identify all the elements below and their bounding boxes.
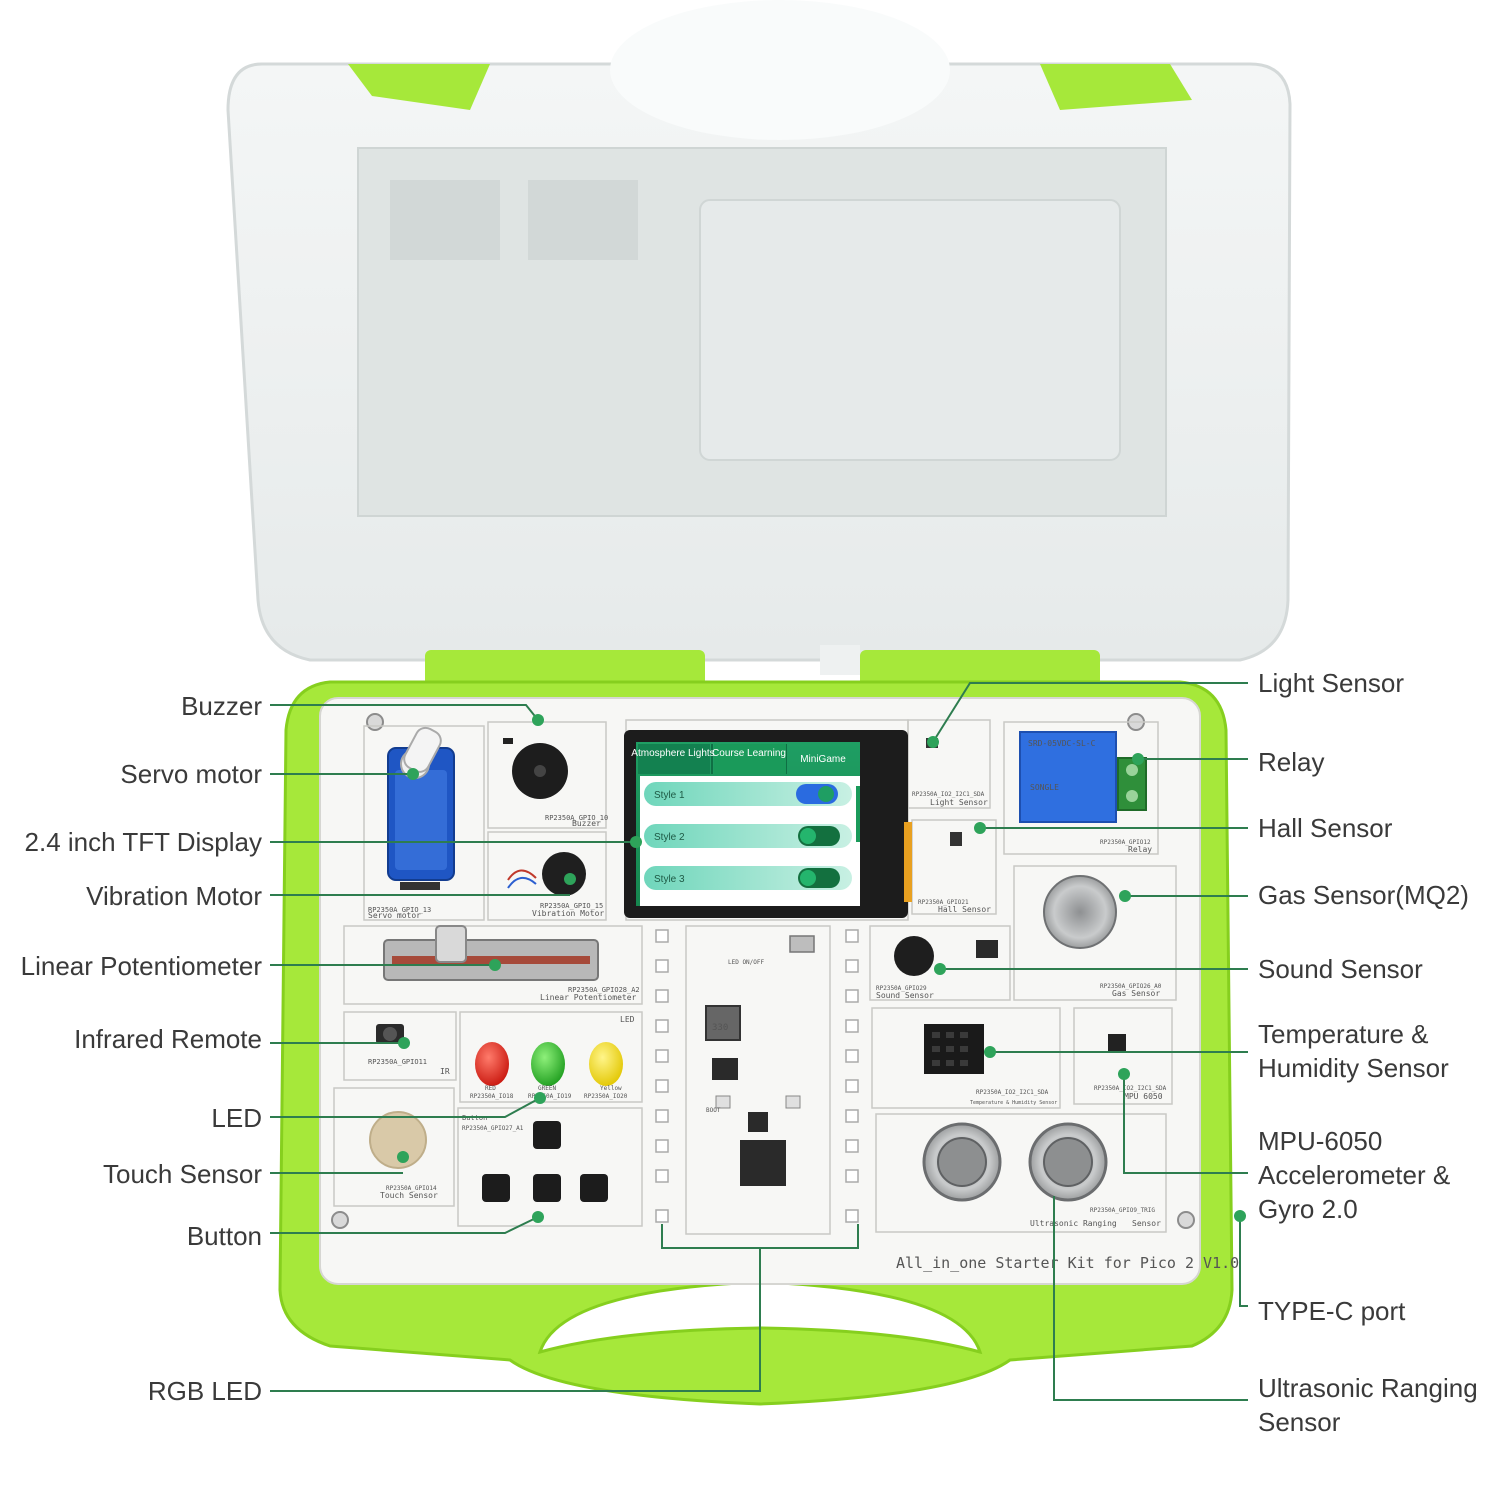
board-label-pot: Linear Potentiometer [540, 993, 637, 1002]
button-components [482, 1121, 608, 1202]
sound-sensor-component [894, 936, 998, 976]
screen-style-3: Style 3 [654, 874, 685, 885]
board-gpio-vibration: RP2350A_GPIO_15 [540, 902, 603, 910]
screen-style-1: Style 1 [654, 790, 685, 801]
label-temperature-line1: Temperature & [1258, 1019, 1429, 1049]
board-gpio-buzzer: RP2350A_GPIO_10 [545, 814, 608, 822]
touch-pad [369, 1111, 427, 1169]
board-label-green: GREEN [538, 1085, 556, 1092]
servo-component [387, 726, 455, 890]
relay-component [1019, 731, 1147, 823]
hall-sensor-chip [950, 832, 962, 846]
buzzer-component [503, 738, 568, 799]
board-label-led-onoff: LED ON/OFF [728, 959, 765, 966]
potentiometer-component [383, 925, 599, 981]
board-label-vibration: Vibration Motor [532, 909, 604, 918]
board-gpio-temp: RP2350A_IO2_I2C1_SDA [976, 1089, 1049, 1096]
board-kit-title: All_in_one Starter Kit for Pico 2 V1.0 [896, 1254, 1239, 1272]
board-label-touch: Touch Sensor [380, 1191, 438, 1200]
board-inductor-value: 330 [712, 1023, 728, 1033]
mpu-chip [1108, 1034, 1126, 1052]
board-label-hall: Hall Sensor [938, 905, 991, 914]
board-gpio-sound: RP2350A_GPIO29 [876, 985, 927, 992]
label-hall-sensor: Hall Sensor [1258, 813, 1393, 843]
leader-lines [270, 682, 1248, 1401]
board-label-ultra-tag: Sensor [1132, 1219, 1161, 1228]
label-mpu-line1: MPU-6050 [1258, 1126, 1383, 1156]
board-label-buzzer: Buzzer [572, 819, 601, 828]
label-button: Button [186, 1221, 262, 1251]
label-relay: Relay [1258, 747, 1325, 777]
board-gpio-green: RP2350A_IO19 [528, 1093, 572, 1100]
board-gpio-light: RP2350A_IO2_I2C1_SDA [912, 791, 985, 798]
board-gpio-ir: RP2350A_GPIO11 [368, 1058, 427, 1066]
label-led: LED [211, 1103, 262, 1133]
label-servo-motor: Servo motor [120, 759, 262, 789]
label-infrared-remote: Infrared Remote [74, 1024, 262, 1054]
ultrasonic-component [922, 1122, 1108, 1202]
screen-tab-course: Course Learning [712, 748, 786, 759]
board-label-light: Light Sensor [930, 798, 988, 807]
label-ultrasonic-line2: Sensor [1258, 1407, 1341, 1437]
board-gpio-ultra: RP2350A_GPIO9_TRIG [1090, 1207, 1155, 1214]
label-light-sensor: Light Sensor [1258, 668, 1404, 698]
board-label-mpu: MPU 6050 [1124, 1092, 1163, 1101]
label-mpu-line3: Gyro 2.0 [1258, 1194, 1358, 1224]
label-sound-sensor: Sound Sensor [1258, 954, 1423, 984]
label-mpu-line2: Accelerometer & [1258, 1160, 1451, 1190]
board-gpio-yellow: RP2350A_IO20 [584, 1093, 628, 1100]
board-gpio-mpu: RP2350A_IO2_I2C1_SDA [1094, 1085, 1167, 1092]
label-temperature-line2: Humidity Sensor [1258, 1053, 1449, 1083]
led-components [475, 1042, 623, 1086]
label-typec-port: TYPE-C port [1258, 1296, 1406, 1326]
board-label-led: LED [620, 1015, 635, 1024]
screen-style-2: Style 2 [654, 832, 685, 843]
case-lid [226, 0, 1292, 686]
main-board: RP2350A_GPIO_10 Buzzer RP2350A_GPIO_13 S… [319, 697, 1239, 1285]
board-label-temp: Temperature & Humidity Sensor [970, 1100, 1057, 1106]
label-ultrasonic-line1: Ultrasonic Ranging [1258, 1373, 1478, 1403]
screen-tab-minigame: MiniGame [800, 754, 846, 765]
board-label-red: RED [485, 1085, 496, 1092]
board-relay-model: SRD-05VDC-SL-C [1028, 739, 1096, 748]
board-label-yellow: Yellow [600, 1085, 622, 1092]
board-label-relay: Relay [1128, 845, 1152, 854]
board-gpio-red: RP2350A_IO18 [470, 1093, 514, 1100]
board-label-ir: IR [440, 1067, 450, 1076]
board-gpio-hall: RP2350A_GPIO21 [918, 899, 969, 906]
board-gpio-pot: RP2350A_GPIO28_A2 [568, 986, 640, 994]
label-rgb-led: RGB LED [147, 1376, 262, 1406]
board-label-servo: Servo motor [368, 911, 421, 920]
board-relay-brand: SONGLE [1030, 783, 1059, 792]
board-label-gas: Gas Sensor [1112, 989, 1160, 998]
dht-sensor-component [924, 1024, 984, 1074]
board-gpio-gas: RP2350A_GPIO26_A0 [1100, 983, 1162, 990]
ir-receiver-component [376, 1024, 404, 1044]
label-touch-sensor: Touch Sensor [103, 1159, 262, 1189]
board-label-boot: BOOT [706, 1107, 721, 1114]
board-gpio-servo: RP2350A_GPIO_13 [368, 906, 431, 914]
label-vibration-motor: Vibration Motor [86, 881, 262, 911]
label-linear-potentiometer: Linear Potentiometer [20, 951, 262, 981]
rgb-led-columns [655, 929, 859, 1223]
leader-endpoints [397, 714, 1246, 1223]
gas-sensor-can [1043, 875, 1117, 949]
board-label-ultra: Ultrasonic Ranging [1030, 1219, 1117, 1228]
vibration-motor-component [507, 852, 586, 896]
label-buzzer: Buzzer [181, 691, 262, 721]
board-gpio-touch: RP2350A_GPIO14 [386, 1185, 437, 1192]
board-gpio-relay: RP2350A_GPIO12 [1100, 839, 1151, 846]
label-gas-sensor: Gas Sensor(MQ2) [1258, 880, 1469, 910]
tft-display [624, 730, 912, 918]
board-label-sound: Sound Sensor [876, 991, 934, 1000]
label-tft-display: 2.4 inch TFT Display [24, 827, 262, 857]
mcu-area [705, 935, 815, 1186]
board-gpio-button: RP2350A_GPIO27_A1 [462, 1125, 524, 1132]
screen-tab-atmosphere: Atmosphere Lights [631, 748, 714, 759]
